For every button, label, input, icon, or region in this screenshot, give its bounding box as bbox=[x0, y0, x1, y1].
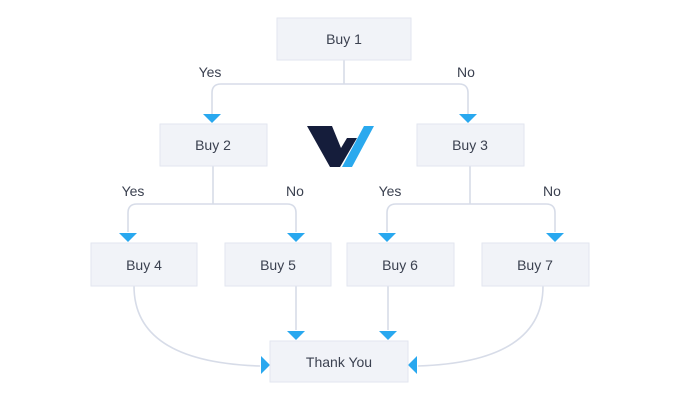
edge-buy2-yes bbox=[127, 203, 213, 232]
arrow-to-buy7 bbox=[546, 233, 564, 242]
arrow-to-buy4 bbox=[119, 233, 137, 242]
node-buy1: Buy 1 bbox=[276, 17, 412, 61]
node-buy2: Buy 2 bbox=[159, 123, 268, 167]
logo-dark-chevron bbox=[307, 126, 357, 167]
arrowheads bbox=[119, 114, 564, 374]
edge-buy1-no bbox=[344, 83, 469, 114]
arrow-to-buy6 bbox=[378, 233, 396, 242]
label-buy2-yes: Yes bbox=[122, 183, 145, 199]
edges bbox=[127, 60, 556, 367]
arrow-buy5-to-thanks bbox=[287, 331, 305, 340]
arrow-to-buy2 bbox=[203, 114, 221, 123]
node-buy6-box bbox=[346, 242, 455, 287]
node-buy7-box bbox=[481, 242, 590, 287]
edge-labels: Yes No Yes No Yes No bbox=[122, 64, 562, 199]
node-buy3-label: Buy 3 bbox=[452, 137, 488, 153]
node-buy7-label: Buy 7 bbox=[517, 257, 553, 273]
edge-buy7-thanks bbox=[417, 285, 544, 367]
node-buy6-label: Buy 6 bbox=[382, 257, 418, 273]
node-buy6: Buy 6 bbox=[346, 242, 455, 287]
edge-buy3-no bbox=[470, 203, 556, 232]
node-thank-you-box bbox=[269, 340, 409, 383]
node-buy2-box bbox=[159, 123, 268, 167]
node-buy3: Buy 3 bbox=[416, 123, 525, 167]
label-buy1-no: No bbox=[457, 64, 475, 80]
arrow-buy6-to-thanks bbox=[379, 331, 397, 340]
arrow-buy4-to-thanks bbox=[261, 356, 270, 374]
node-buy5-box bbox=[224, 242, 332, 287]
node-buy1-label: Buy 1 bbox=[326, 31, 362, 47]
edge-buy4-thanks bbox=[133, 285, 261, 367]
logo-blue-stripe bbox=[342, 126, 374, 167]
node-buy5: Buy 5 bbox=[224, 242, 332, 287]
edge-buy1-yes bbox=[211, 83, 344, 114]
node-buy5-label: Buy 5 bbox=[260, 257, 296, 273]
arrow-buy7-to-thanks bbox=[408, 356, 417, 374]
brand-logo-icon bbox=[307, 126, 374, 167]
node-buy4-box bbox=[90, 242, 198, 287]
edge-buy2-no bbox=[213, 203, 297, 232]
node-thank-you-label: Thank You bbox=[306, 354, 372, 370]
node-buy4-label: Buy 4 bbox=[126, 257, 162, 273]
arrow-to-buy5 bbox=[287, 233, 305, 242]
node-buy2-label: Buy 2 bbox=[195, 137, 231, 153]
edge-buy3-yes bbox=[386, 203, 470, 232]
node-buy4: Buy 4 bbox=[90, 242, 198, 287]
label-buy3-no: No bbox=[543, 183, 561, 199]
label-buy1-yes: Yes bbox=[199, 64, 222, 80]
node-buy7: Buy 7 bbox=[481, 242, 590, 287]
node-buy3-box bbox=[416, 123, 525, 167]
node-thank-you: Thank You bbox=[269, 340, 409, 383]
label-buy3-yes: Yes bbox=[379, 183, 402, 199]
arrow-to-buy3 bbox=[459, 114, 477, 123]
node-buy1-box bbox=[276, 17, 412, 61]
label-buy2-no: No bbox=[286, 183, 304, 199]
